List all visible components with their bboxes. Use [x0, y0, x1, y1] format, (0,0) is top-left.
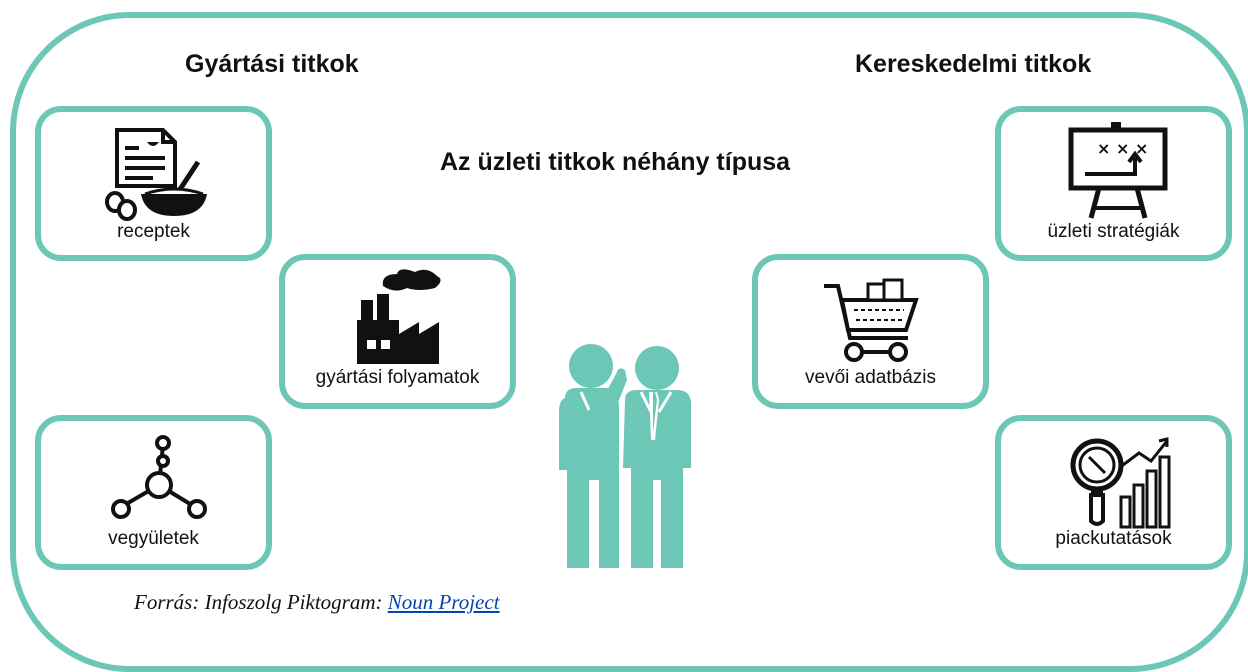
business-people-icon	[559, 344, 691, 568]
noun-project-link[interactable]: Noun Project	[387, 590, 500, 614]
shopping-cart-icon	[824, 278, 919, 362]
market-research-icon	[1070, 437, 1171, 529]
svg-text:× × ×: × × ×	[1097, 139, 1148, 158]
heading-manufacturing-secrets: Gyártási titkok	[185, 50, 359, 78]
card-label-business-strategies: üzleti stratégiák	[1047, 221, 1180, 242]
strategy-board-icon: × × ×	[1068, 122, 1168, 219]
recipe-icon	[105, 128, 207, 221]
source-credit: Forrás: Infoszolg Piktogram: Noun Projec…	[134, 590, 500, 615]
card-manufacturing-processes: gyártási folyamatok	[279, 254, 516, 409]
source-prefix: Forrás: Infoszolg Piktogram:	[134, 590, 388, 614]
card-market-research: piackutatások	[995, 415, 1232, 570]
card-label-recipes: receptek	[117, 221, 190, 242]
card-compounds: vegyületek	[35, 415, 272, 570]
molecule-icon	[111, 435, 207, 519]
card-business-strategies: × × × üzleti stratégiák	[995, 106, 1232, 261]
card-label-manufacturing-processes: gyártási folyamatok	[315, 367, 480, 388]
card-label-compounds: vegyületek	[108, 528, 199, 549]
card-label-customer-database: vevői adatbázis	[805, 367, 936, 388]
factory-icon	[357, 269, 441, 364]
card-customer-database: vevői adatbázis	[752, 254, 989, 409]
heading-commercial-secrets: Kereskedelmi titkok	[855, 50, 1092, 78]
card-label-market-research: piackutatások	[1055, 528, 1172, 549]
diagram-title: Az üzleti titkok néhány típusa	[440, 148, 791, 176]
card-recipes: receptek	[35, 106, 272, 261]
